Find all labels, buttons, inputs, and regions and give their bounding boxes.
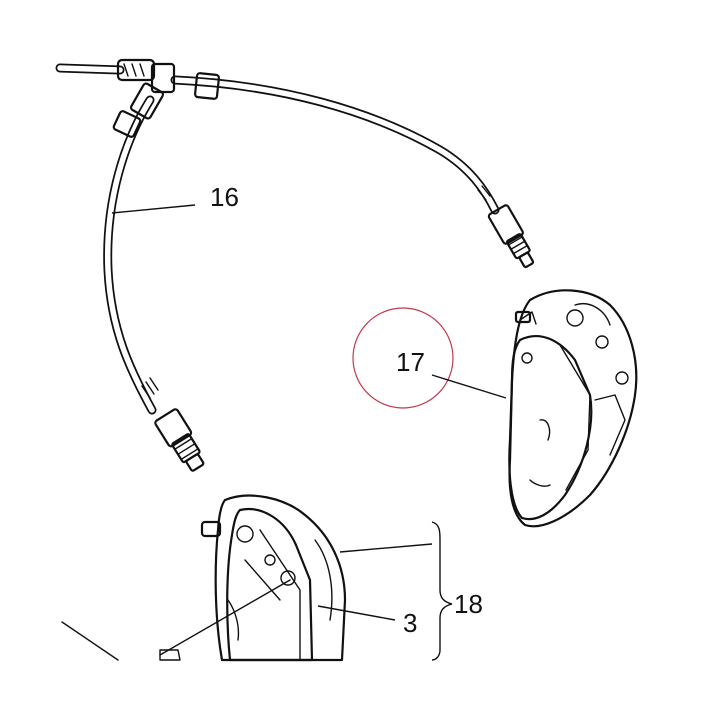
callout-3: 3: [403, 608, 417, 638]
leader-17: [431, 374, 507, 399]
lower-caliper-assembly: [61, 494, 347, 662]
left-brake-hose: [103, 82, 205, 472]
highlight-circle: [352, 307, 454, 409]
bracket-18: [431, 521, 453, 661]
right-brake-hose: [55, 58, 535, 269]
leader-16: [111, 204, 196, 214]
leader-18: [339, 543, 433, 553]
right-brake-caliper: [508, 289, 638, 528]
callout-17: 17: [396, 347, 425, 377]
callout-18: 18: [454, 589, 483, 619]
leader-3: [317, 605, 396, 621]
callout-16: 16: [210, 182, 239, 212]
